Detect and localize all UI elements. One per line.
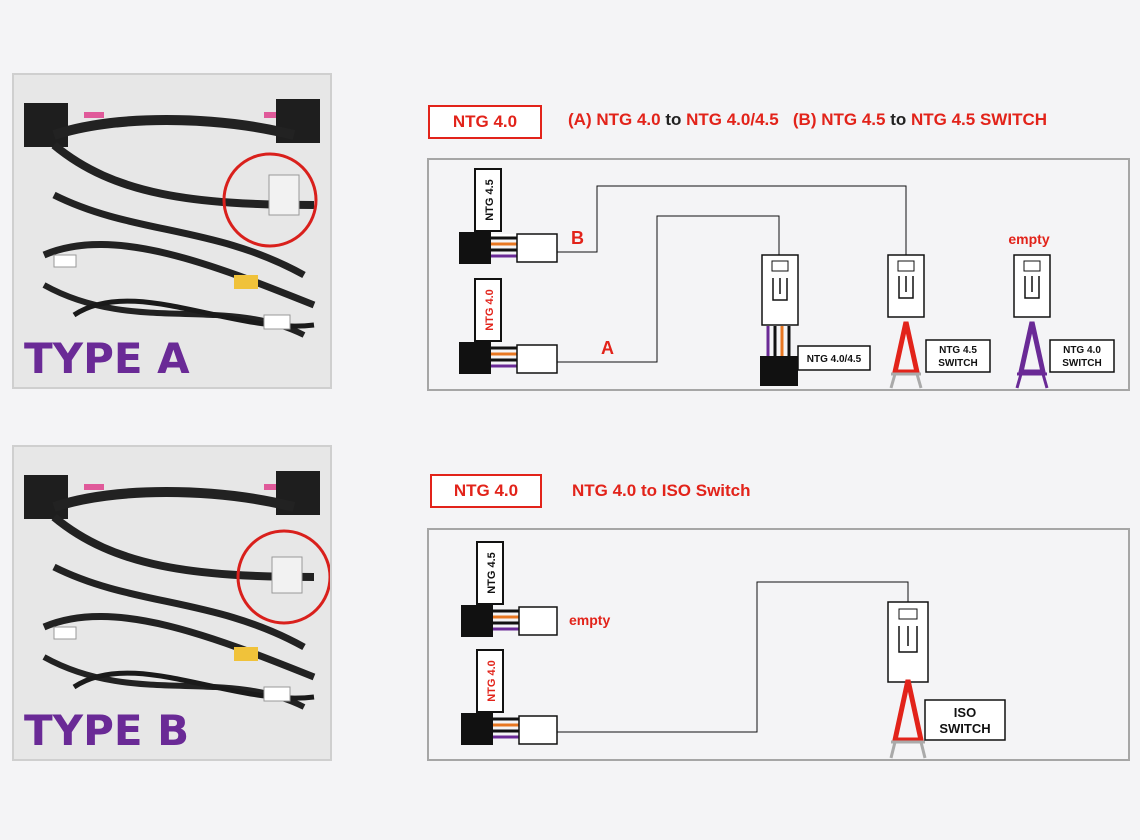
target-2-label-line1: NTG 4.5 [939,345,977,356]
label-ntg40: NTG 4.0 [484,289,496,331]
type-a-label: TYPE A [24,334,190,383]
wire-b-label: B [571,228,584,248]
highlight-circle [236,529,330,625]
source-connector-ntg40: NTG 4.0 [461,649,558,745]
type-a-headline: (A) NTG 4.0 to NTG 4.0/4.5 (B) NTG 4.5 t… [568,110,1047,130]
target-connector-ntg45-switch: NTG 4.5 SWITCH [887,254,991,389]
target-3-label-line2: SWITCH [1062,358,1101,369]
iso-label-line1: ISO [954,705,976,720]
empty-label: empty [1008,231,1049,247]
type-b-headline: NTG 4.0 to ISO Switch [572,481,751,500]
type-b-label: TYPE B [24,706,190,755]
type-a-wiring-panel: NTG 4.5 NTG 4.0 B A [427,158,1130,391]
source-connector-ntg40: NTG 4.0 [459,278,558,374]
label-ntg45: NTG 4.5 [484,179,496,221]
option-a-to-word: to [665,110,682,129]
target-2-label-line2: SWITCH [938,358,977,369]
wire-a [557,215,780,363]
wire-to-iso [557,581,909,733]
type-a-photo: TYPE A [12,73,332,389]
target-connector-ntg40-switch: empty NTG 4.0 SWITCH [1008,231,1115,389]
option-b-to-word: to [890,110,907,129]
ntg-version-box: NTG 4.0 [428,105,542,139]
target-connector-iso-switch: ISO SWITCH [887,601,1006,759]
option-b-to: NTG 4.5 SWITCH [911,110,1048,129]
option-b-prefix: (B) [792,110,817,129]
source-connector-ntg45: NTG 4.5 [459,168,558,264]
target-3-label-line1: NTG 4.0 [1063,345,1101,356]
option-b-from: NTG 4.5 [821,110,886,129]
source-connector-ntg45: NTG 4.5 empty [461,541,610,637]
black-connector [24,475,68,519]
harness-photo-a [24,99,320,338]
label-ntg45: NTG 4.5 [486,552,498,594]
type-b-photo: TYPE B [12,445,332,761]
iso-label-line2: SWITCH [939,721,990,736]
wire-a-label: A [601,338,614,358]
harness-photo-b [24,471,330,710]
option-a-to: NTG 4.0/4.5 [686,110,779,129]
option-a-prefix: (A) [568,110,592,129]
type-b-wiring-panel: NTG 4.5 empty NTG 4.0 [427,528,1130,761]
wire-b [557,185,907,255]
empty-label: empty [569,612,610,628]
label-ntg40: NTG 4.0 [486,660,498,702]
target-connector-ntg40-45: NTG 4.0/4.5 [760,254,871,386]
highlight-circle [222,152,318,248]
black-connector [24,103,68,147]
option-a-from: NTG 4.0 [596,110,661,129]
ntg-version-box: NTG 4.0 [430,474,542,508]
target-1-label: NTG 4.0/4.5 [807,354,862,365]
